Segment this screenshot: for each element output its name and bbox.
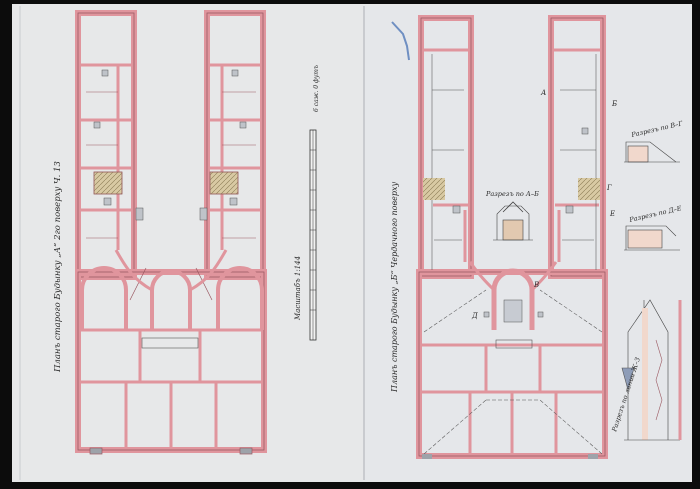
left-arch [80, 266, 128, 330]
mark-d: Д [471, 312, 478, 320]
center-section-sketch [493, 201, 533, 241]
right-floor-plan [416, 15, 608, 459]
center-arch [150, 269, 192, 330]
section-label-center: Разрезъ по А–Б [485, 190, 539, 198]
section-sketch-vg [624, 141, 680, 163]
central-apse [491, 268, 535, 330]
mark-a: А [540, 89, 546, 97]
mark-v: В [533, 281, 539, 289]
roof-hip-left [423, 289, 487, 333]
scale-label: Масштабъ 1:144 [294, 256, 302, 321]
mark-b: Б [611, 100, 617, 108]
mark-g: Г [606, 184, 612, 192]
scale-end-label: 6 саж. 0 футъ [313, 65, 320, 112]
right-plan-title: Планъ старого Будынку „Б“ Чердачного пов… [390, 182, 399, 393]
right-arch [216, 266, 264, 330]
mark-e: Е [609, 210, 615, 218]
section-sketch-de [624, 225, 680, 251]
blue-pencil-mark [391, 21, 410, 61]
section-sketch-zhz [621, 299, 682, 441]
roof-hip-right [539, 289, 603, 333]
left-plan-title: Планъ старого Будынку „А“ 2го поверху Ч.… [52, 161, 63, 373]
scale-bar [309, 129, 317, 341]
left-floor-plan [75, 10, 267, 455]
